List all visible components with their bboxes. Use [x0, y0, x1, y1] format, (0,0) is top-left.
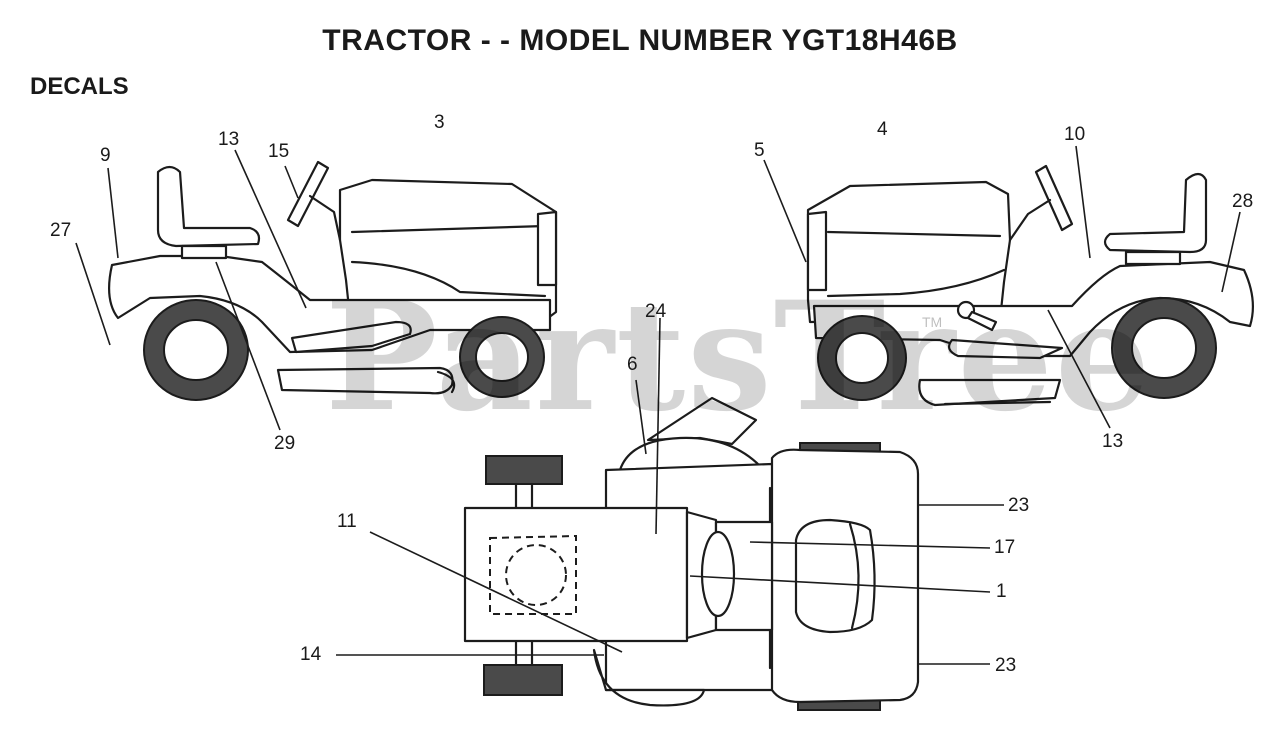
left-hood: [338, 178, 558, 320]
callout-13-right: 13: [1102, 431, 1124, 452]
top-rear-left-wheel: [485, 455, 563, 485]
leader-lines: [75, 145, 1241, 665]
callout-13-left: 13: [218, 129, 240, 150]
left-rear-fender: [107, 254, 552, 354]
callout-27: 27: [50, 220, 72, 241]
callout-11: 11: [337, 511, 357, 532]
top-rear-right-wheel: [483, 664, 563, 696]
page-title: TRACTOR - - MODEL NUMBER YGT18H46B: [322, 24, 958, 57]
callout-17: 17: [994, 537, 1016, 558]
right-seat: [1103, 172, 1208, 254]
callout-29: 29: [274, 433, 296, 454]
callout-9: 9: [100, 145, 111, 166]
callout-23-top: 23: [1008, 495, 1030, 516]
callout-4: 4: [877, 119, 888, 140]
callout-3: 3: [434, 112, 445, 133]
callout-23-bottom: 23: [995, 655, 1017, 676]
right-side-tractor: [806, 164, 1255, 407]
top-view-tractor: [463, 396, 920, 711]
watermark-trademark: TM: [922, 314, 943, 330]
left-side-tractor: [107, 160, 558, 401]
callout-6: 6: [627, 354, 638, 375]
callout-10: 10: [1064, 124, 1086, 145]
partstree-watermark: PartsTree: [325, 269, 1153, 445]
callout-14: 14: [300, 644, 322, 665]
left-mower-deck: [276, 366, 454, 395]
callout-15: 15: [268, 141, 290, 162]
section-heading: DECALS: [30, 73, 129, 100]
callout-28: 28: [1232, 191, 1254, 212]
callout-24: 24: [645, 301, 667, 322]
right-mower-deck: [918, 378, 1062, 407]
right-hood: [806, 180, 1012, 324]
right-steering-wheel: [1034, 164, 1074, 232]
callout-1: 1: [996, 581, 1007, 602]
left-steering-wheel: [286, 160, 330, 228]
right-rear-fender: [812, 260, 1255, 358]
left-seat: [156, 165, 261, 248]
callout-5: 5: [754, 140, 765, 161]
